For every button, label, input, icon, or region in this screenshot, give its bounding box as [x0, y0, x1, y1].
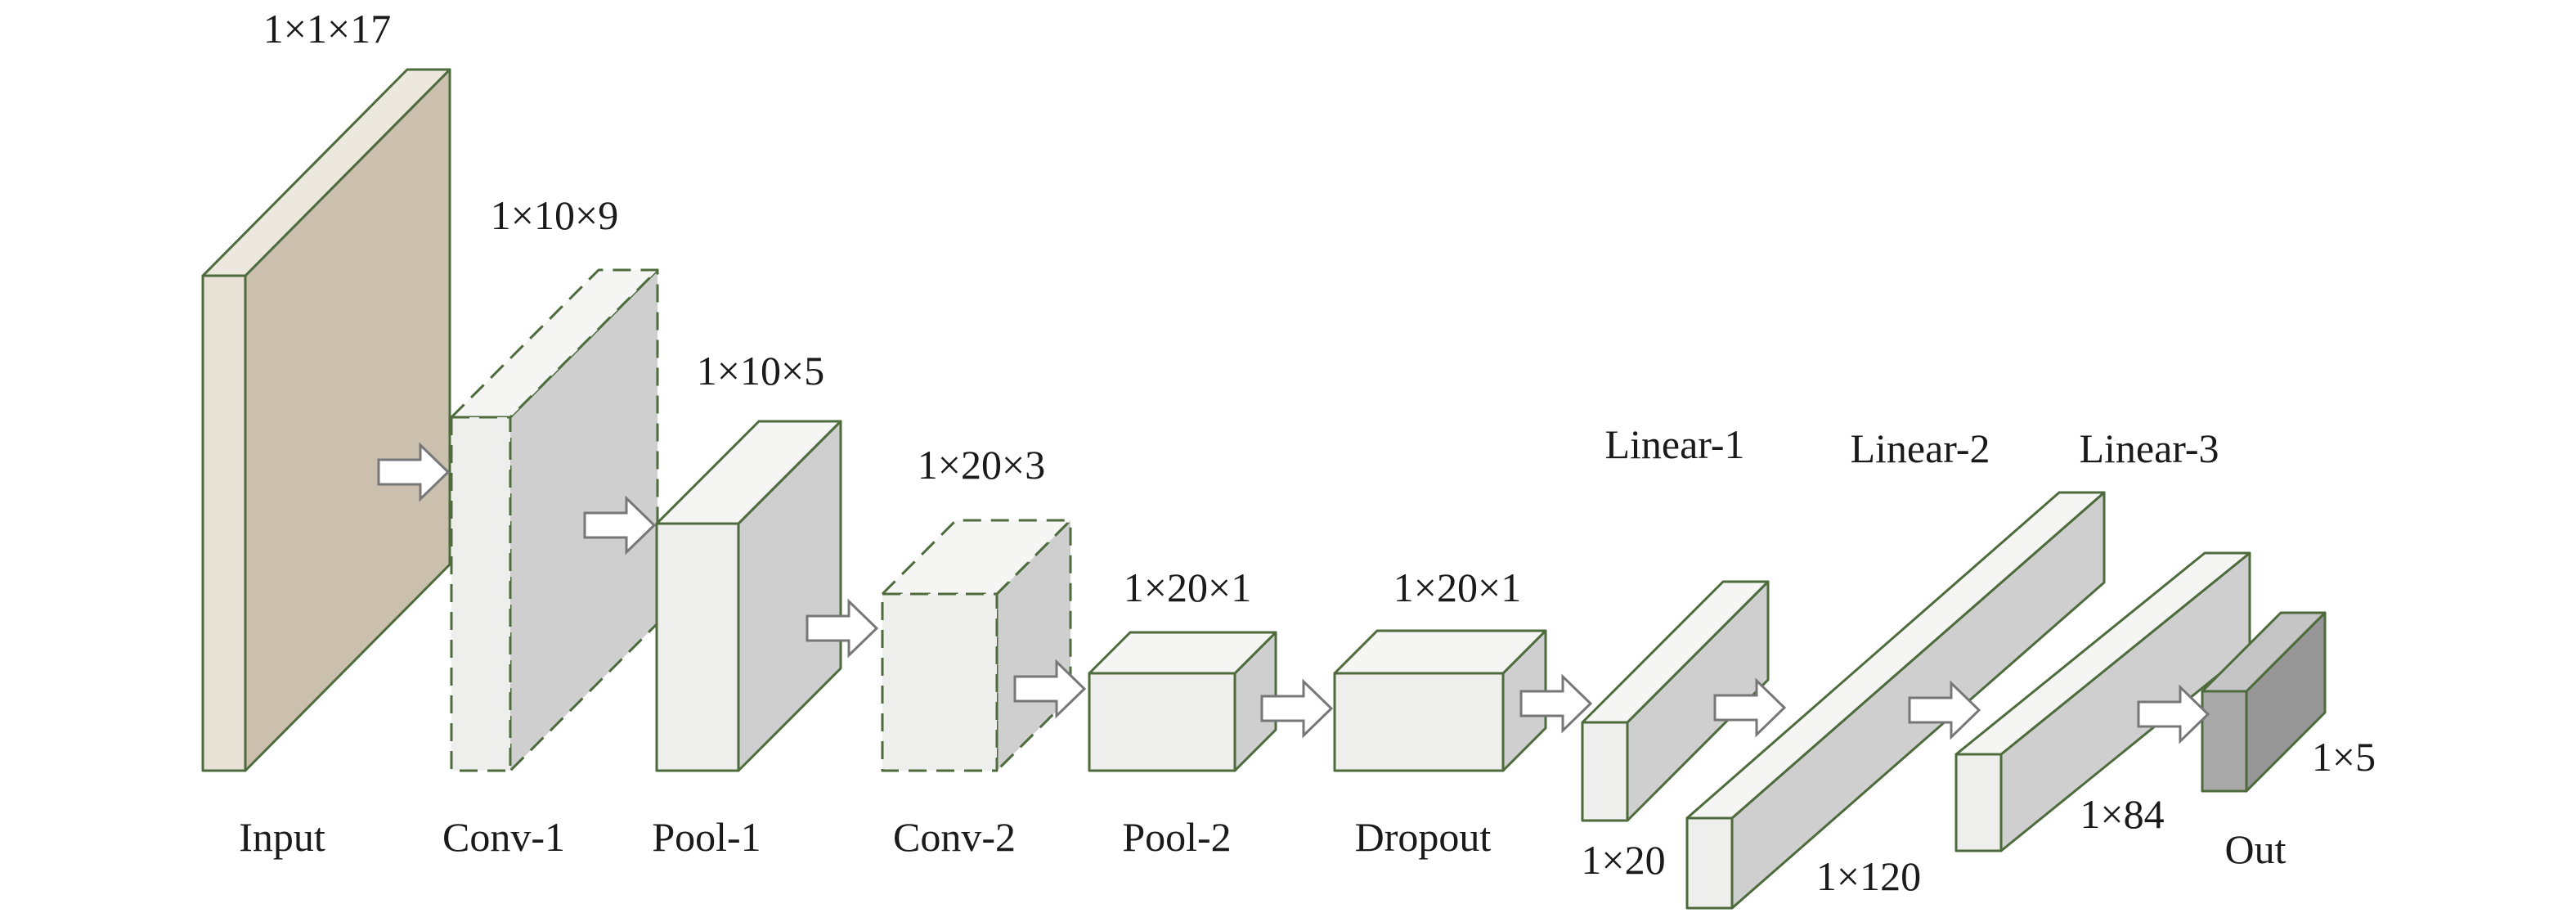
layer-name-input: Input	[239, 814, 325, 860]
layer-name-linear2: Linear-2	[1850, 425, 1990, 471]
block-front-linear1	[1581, 721, 1629, 822]
flow-arrows	[377, 442, 2210, 744]
flow-arrow-6	[1519, 673, 1593, 734]
layer-name-pool2: Pool-2	[1122, 814, 1231, 860]
block-front-dropout	[1333, 672, 1505, 772]
block-front-linear2	[1685, 816, 1734, 910]
flow-arrow-1	[377, 442, 451, 502]
flow-arrow-2	[583, 495, 657, 555]
flow-arrow-3	[806, 598, 879, 659]
block-pool2	[1088, 631, 1277, 772]
block-pool1	[655, 420, 842, 772]
block-linear1	[1581, 580, 1770, 822]
block-front-out	[2201, 690, 2248, 793]
shape-label-conv2: 1×20×3	[918, 442, 1045, 488]
shape-label-conv1: 1×10×9	[491, 192, 618, 238]
layer-blocks	[201, 68, 2327, 910]
block-conv1	[450, 268, 659, 772]
block-linear3	[1954, 551, 2251, 852]
layer-name-pool1: Pool-1	[652, 814, 761, 860]
flow-arrow-7	[1713, 677, 1787, 738]
shape-label-dropout: 1×20×1	[1393, 564, 1521, 610]
shape-label-input: 1×1×17	[263, 6, 391, 52]
layer-name-out: Out	[2225, 826, 2287, 872]
layer-name-dropout: Dropout	[1355, 814, 1492, 860]
block-top-conv2	[881, 519, 1072, 596]
layer-name-linear3: Linear-3	[2079, 425, 2219, 471]
block-side-input	[244, 68, 451, 772]
block-front-conv1	[450, 416, 512, 772]
block-front-linear3	[1954, 753, 2003, 852]
flow-arrow-4	[1013, 659, 1087, 719]
shape-label-linear2: 1×120	[1816, 853, 1921, 899]
block-front-pool2	[1088, 672, 1236, 772]
shape-label-pool2: 1×20×1	[1124, 564, 1251, 610]
flow-arrow-9	[2137, 684, 2210, 744]
block-dropout	[1333, 629, 1547, 772]
block-front-conv2	[881, 592, 999, 772]
block-conv2	[881, 519, 1072, 772]
block-out	[2201, 611, 2327, 793]
flow-arrow-5	[1260, 678, 1334, 739]
layer-name-conv1: Conv-1	[442, 814, 565, 860]
layer-name-linear1: Linear-1	[1604, 421, 1744, 467]
block-top-conv1	[450, 268, 659, 419]
shape-label-linear1: 1×20	[1581, 837, 1665, 883]
block-front-input	[201, 274, 247, 772]
flow-arrow-8	[1908, 680, 1981, 740]
shape-label-linear3: 1×84	[2080, 791, 2164, 837]
layer-name-conv2: Conv-2	[893, 814, 1016, 860]
block-front-pool1	[655, 522, 740, 772]
block-input	[201, 68, 451, 772]
shape-label-out: 1×5	[2312, 734, 2376, 780]
shape-label-pool1: 1×10×5	[697, 348, 824, 394]
